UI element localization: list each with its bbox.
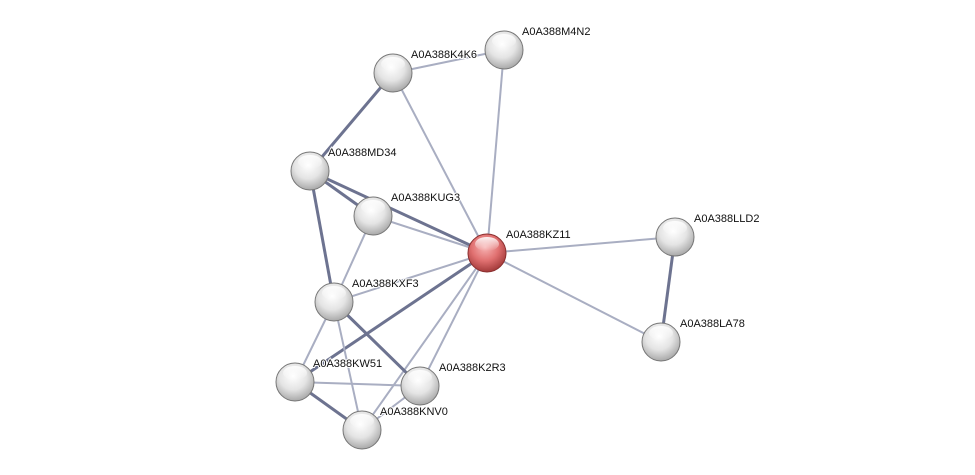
node-A0A388KNV0[interactable]: A0A388KNV0: [342, 405, 449, 450]
node-highlight: [322, 286, 346, 300]
node-A0A388LA78[interactable]: A0A388LA78: [641, 317, 746, 362]
node-A0A388KZ11[interactable]: A0A388KZ11: [467, 228, 572, 273]
node-highlight: [649, 326, 673, 340]
edge-A0A388KZ11-A0A388KW51[interactable]: [294, 251, 488, 384]
node-label: A0A388KUG3: [391, 192, 460, 204]
node-label: A0A388LA78: [680, 318, 745, 330]
edge-A0A388K4K6-A0A388KZ11[interactable]: [392, 72, 488, 254]
node-label: A0A388K2R3: [439, 362, 506, 374]
node-label: A0A388KNV0: [380, 406, 448, 418]
node-highlight: [361, 200, 385, 214]
edge-A0A388KZ11-A0A388LA78[interactable]: [486, 252, 662, 343]
node-highlight: [283, 366, 307, 380]
node-label: A0A388KXF3: [352, 278, 419, 290]
edge-A0A388MD34-A0A388KXF3[interactable]: [308, 170, 336, 303]
node-label: A0A388MD34: [328, 147, 397, 159]
node-A0A388K2R3[interactable]: A0A388K2R3: [400, 361, 507, 406]
node-label: A0A388KW51: [313, 358, 382, 370]
node-label: A0A388K4K6: [411, 49, 477, 61]
edge-A0A388KZ11-A0A388K2R3[interactable]: [419, 252, 488, 387]
node-A0A388LLD2[interactable]: A0A388LLD2: [655, 212, 760, 257]
edge-A0A388KZ11-A0A388LLD2[interactable]: [486, 236, 676, 254]
edge-A0A388KZ11-A0A388KNV0[interactable]: [361, 252, 488, 431]
node-A0A388MD34[interactable]: A0A388MD34: [290, 146, 398, 191]
edge-A0A388M4N2-A0A388KZ11[interactable]: [486, 49, 505, 254]
node-highlight: [408, 370, 432, 384]
edge-A0A388KW51-A0A388K2R3[interactable]: [294, 381, 421, 387]
node-highlight: [475, 237, 499, 251]
node-highlight: [298, 155, 322, 169]
edge-A0A388MD34-A0A388KZ11[interactable]: [309, 169, 488, 255]
node-label: A0A388LLD2: [694, 213, 759, 225]
node-A0A388KXF3[interactable]: A0A388KXF3: [314, 277, 420, 322]
node-label: A0A388M4N2: [522, 26, 591, 38]
node-A0A388KUG3[interactable]: A0A388KUG3: [353, 191, 461, 236]
edge-A0A388KXF3-A0A388KNV0[interactable]: [333, 301, 363, 431]
edge-A0A388KZ11-A0A388KXF3[interactable]: [333, 252, 488, 303]
node-highlight: [381, 57, 405, 71]
edge-A0A388KUG3-A0A388KZ11[interactable]: [372, 215, 488, 254]
node-A0A388KW51[interactable]: A0A388KW51: [275, 357, 383, 402]
node-A0A388K4K6[interactable]: A0A388K4K6: [373, 48, 478, 93]
node-label: A0A388KZ11: [506, 229, 571, 241]
node-highlight: [492, 34, 516, 48]
edge-A0A388KXF3-A0A388K2R3[interactable]: [332, 300, 422, 388]
node-highlight: [350, 414, 374, 428]
edge-A0A388K4K6-A0A388MD34[interactable]: [308, 72, 395, 172]
node-highlight: [663, 221, 687, 235]
node-A0A388M4N2[interactable]: A0A388M4N2: [484, 25, 592, 70]
